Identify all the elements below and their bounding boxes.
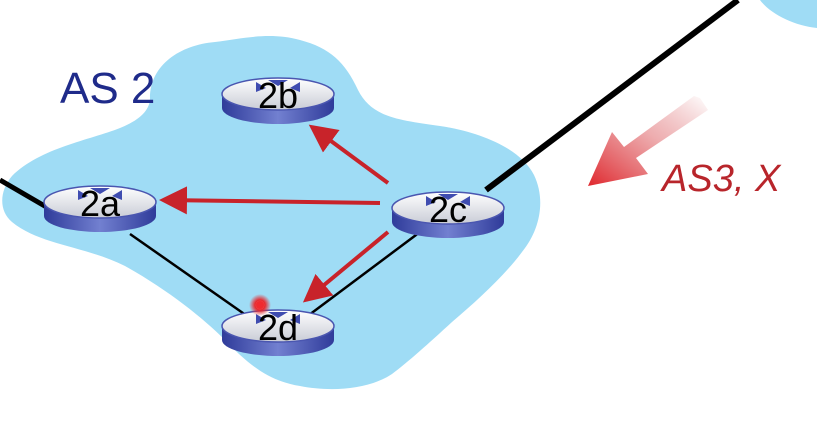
flow-2c-to-2d-arrow [302, 230, 390, 303]
router-2b: 2b [221, 75, 335, 124]
router-label-2a: 2a [80, 183, 121, 224]
link-2c-2d [304, 230, 421, 320]
as2-cloud-region [2, 36, 541, 390]
flow-2c-to-2b-arrow [308, 124, 390, 185]
external-as-cloud [760, 0, 817, 28]
router-2c: 2c [391, 189, 505, 238]
flow-2c-to-2a-arrow [159, 186, 381, 215]
router-label-2c: 2c [429, 189, 467, 230]
incoming-route-label: AS3, X [660, 158, 782, 200]
link-2c-external-as3 [484, 0, 740, 193]
router-label-2b: 2b [258, 75, 298, 116]
link-2a-2d [129, 232, 251, 320]
as-title: AS 2 [60, 64, 155, 113]
router-2a: 2a [43, 183, 157, 232]
router-2d: 2d [221, 307, 335, 356]
highlight-marker-core [256, 301, 264, 309]
incoming-route-arrow [588, 96, 708, 186]
